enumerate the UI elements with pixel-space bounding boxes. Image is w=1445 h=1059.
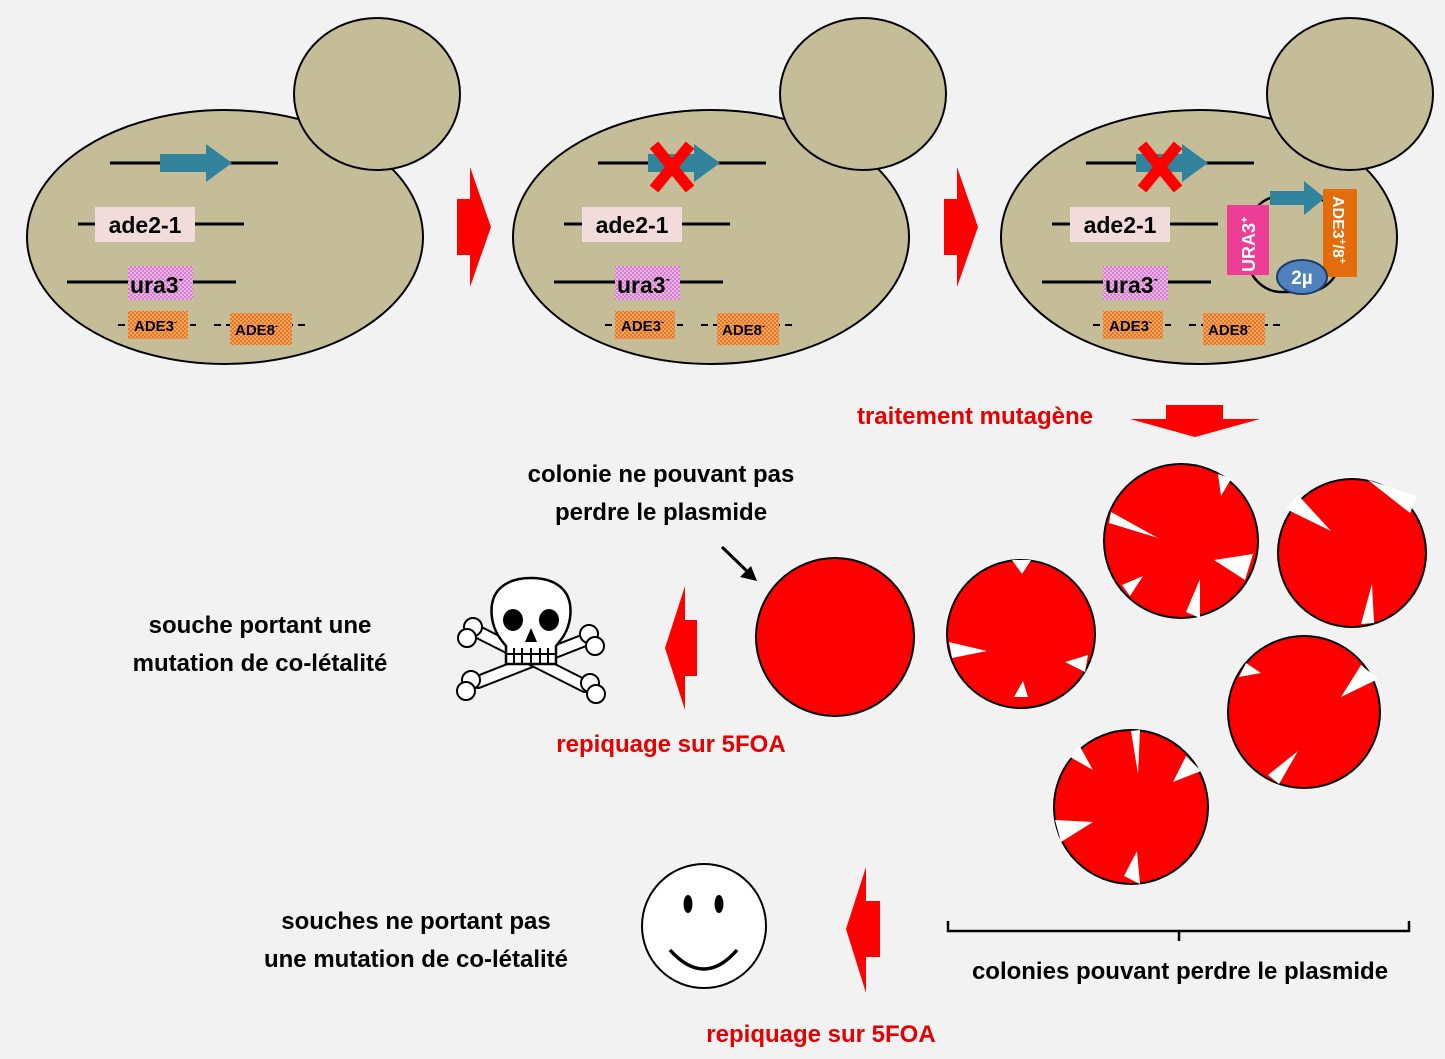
- ade3-label: ADE3-: [1109, 317, 1152, 335]
- promoter-arrow-icon: [1136, 144, 1208, 182]
- promoter-arrow-icon: [160, 144, 232, 182]
- left-arrow-icon: [846, 867, 880, 993]
- knockout-cross-icon: [649, 141, 695, 193]
- ade8-box: [230, 313, 292, 345]
- knockout-cross-icon: [1137, 141, 1183, 193]
- ura3-label: ura3-: [617, 271, 670, 298]
- ade3-label: ADE3-: [621, 317, 664, 335]
- yeast-cell-2: ade2-1 ura3- ADE3- ADE8-: [512, 17, 947, 365]
- sectored-colony: [946, 559, 1096, 709]
- right-arrow-icon: [457, 167, 491, 287]
- ade3-box: [615, 311, 675, 339]
- ura3-box: [128, 266, 193, 300]
- ade2-box: [582, 207, 682, 242]
- ade8-label: ADE8-: [1208, 321, 1251, 339]
- cell-body: [512, 109, 910, 365]
- cell-body: [26, 109, 424, 365]
- ade8-label: ADE8-: [235, 321, 278, 339]
- ori-label: 2µ: [1291, 268, 1313, 289]
- yeast-cell-3: ade2-1 ura3- ADE3- ADE8- URA3+ ADE3+/8+ …: [1000, 17, 1434, 365]
- ade8-box: [717, 313, 779, 345]
- solid-red-colony: [755, 557, 915, 717]
- ura3-box: [615, 266, 680, 300]
- ori-2mu-icon: [1276, 259, 1328, 295]
- replica-label-1: repiquage sur 5FOA: [556, 731, 785, 758]
- cell-body: [1000, 109, 1398, 365]
- ura3-box: [1103, 266, 1168, 300]
- replica-label-2: repiquage sur 5FOA: [706, 1021, 935, 1048]
- plasmid-ade-box: [1323, 189, 1357, 277]
- cell-bud: [1266, 17, 1434, 171]
- ade2-box: [1070, 207, 1170, 242]
- mutagen-label: traitement mutagène: [857, 403, 1093, 430]
- sectored-colony: [1277, 478, 1427, 628]
- yeast-cell-1: ade2-1 ura3- ADE3- ADE8-: [26, 17, 461, 365]
- ade8-box: [1203, 313, 1265, 345]
- ade2-label: ade2-1: [109, 212, 182, 238]
- cell-bud: [293, 17, 461, 171]
- ade3-box: [1103, 311, 1163, 339]
- plasmid: URA3+ ADE3+/8+ 2µ: [1227, 181, 1357, 295]
- losing-label: colonies pouvant perdre le plasmide: [972, 958, 1388, 985]
- ura3-label: ura3-: [130, 271, 183, 298]
- smiley-face-icon: [641, 863, 767, 989]
- promoter-arrow-icon: [648, 144, 720, 182]
- sectored-colony: [1103, 463, 1259, 619]
- sectored-colony: [1227, 635, 1381, 789]
- ura3-label: ura3-: [1105, 271, 1158, 298]
- cell-bud: [779, 17, 947, 171]
- ade3-label: ADE3-: [134, 317, 177, 335]
- ade2-label: ade2-1: [1084, 212, 1157, 238]
- plasmid-promoter-arrow-icon: [1270, 181, 1325, 215]
- pointer-arrow-icon: [720, 545, 757, 581]
- left-arrow-icon: [665, 586, 697, 710]
- ade3-box: [128, 311, 188, 339]
- down-arrow-icon: [1130, 405, 1260, 437]
- ade2-box: [95, 207, 195, 242]
- plasmid-ade-label: ADE3+/8+: [1329, 196, 1347, 264]
- sectored-colony: [1053, 729, 1209, 885]
- bracket-icon: [946, 921, 1411, 941]
- plasmid-ura3-box: [1227, 205, 1269, 275]
- right-arrow-icon: [944, 167, 978, 287]
- plasmid-ura3-label: URA3+: [1239, 217, 1259, 272]
- ade2-label: ade2-1: [596, 212, 669, 238]
- ade8-label: ADE8-: [722, 321, 765, 339]
- skull-crossbones-icon: [456, 576, 606, 704]
